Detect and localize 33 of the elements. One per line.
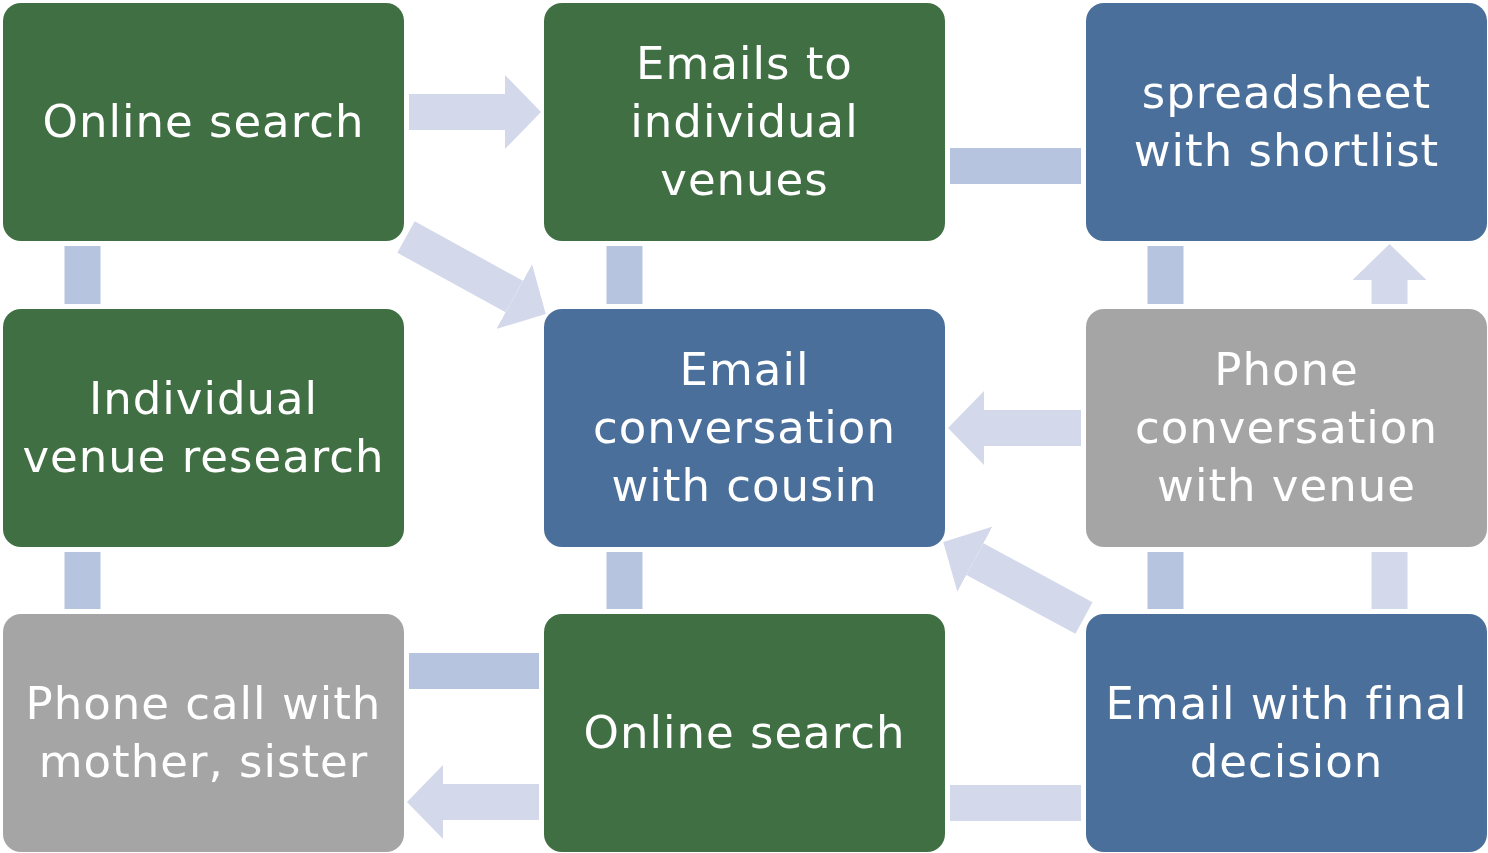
block-arrow — [409, 75, 541, 149]
process-box — [3, 614, 404, 852]
connector-band — [409, 653, 539, 689]
connector-band — [64, 246, 101, 304]
process-box — [1086, 3, 1487, 241]
box-label: spreadsheet with shortlist — [1132, 65, 1441, 179]
box-label: Individual venue research — [21, 371, 386, 485]
process-box — [3, 309, 404, 547]
box-label: Email conversation with cousin — [592, 342, 897, 514]
box-label: Email with final decision — [1104, 676, 1469, 790]
connector-band — [1371, 552, 1408, 609]
process-box — [544, 3, 945, 241]
box-label: Online search — [583, 705, 906, 761]
connector-band — [950, 148, 1081, 184]
box-label: Phone call with mother, sister — [24, 676, 383, 790]
process-box — [544, 309, 945, 547]
box-label: Emails to individual venues — [629, 36, 860, 208]
connector-band — [64, 552, 101, 609]
block-arrow — [407, 765, 539, 839]
process-box — [544, 614, 945, 852]
box-label: Phone conversation with venue — [1134, 342, 1439, 514]
process-box — [1086, 309, 1487, 547]
process-box — [1086, 614, 1487, 852]
connector-band — [606, 246, 643, 304]
connector-band — [606, 552, 643, 609]
box-label: Online search — [42, 94, 365, 150]
block-arrow — [397, 221, 546, 329]
block-arrow — [1352, 244, 1427, 304]
connector-band — [1147, 246, 1184, 304]
block-arrow — [943, 526, 1093, 634]
connector-band — [1147, 552, 1184, 609]
block-arrow — [948, 391, 1081, 465]
process-box — [3, 3, 404, 241]
